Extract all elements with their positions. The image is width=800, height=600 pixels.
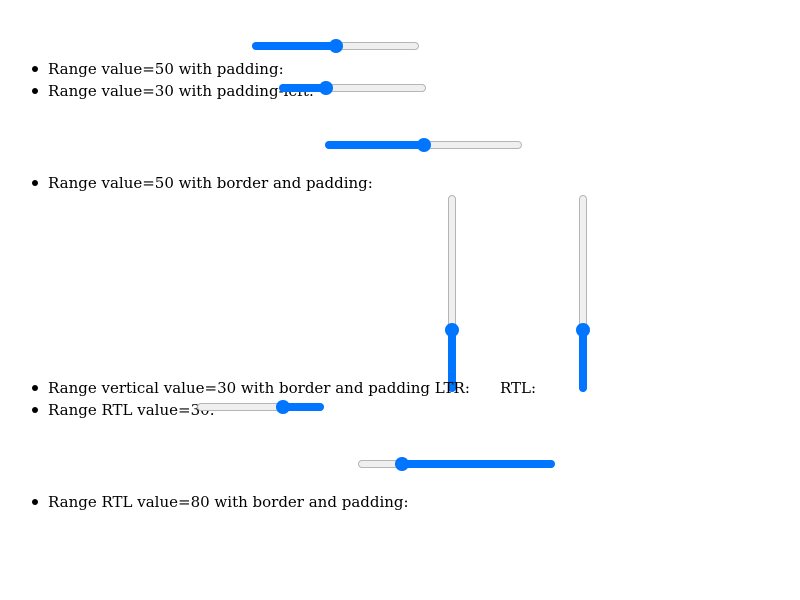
list-bullet <box>32 88 38 94</box>
slider-fill <box>579 330 587 392</box>
slider-fill <box>401 460 555 468</box>
slider-thumb[interactable] <box>416 138 431 152</box>
list-bullet <box>32 499 38 505</box>
item-label-range-50-padding: Range value=50 with padding: <box>48 60 284 78</box>
range-vertical-ltr[interactable] <box>445 195 459 392</box>
range-slider-30-padding-left[interactable] <box>279 81 426 95</box>
item-label-range-rtl-80: Range RTL value=80 with border and paddi… <box>48 493 409 511</box>
list-bullet <box>32 407 38 413</box>
slider-thumb[interactable] <box>276 400 291 414</box>
slider-thumb[interactable] <box>318 81 333 95</box>
range-slider-50-border-padding[interactable] <box>325 138 522 152</box>
item-label-range-rtl-30: Range RTL value=30: <box>48 401 215 419</box>
item-label-range-50-border-padding: Range value=50 with border and padding: <box>48 174 373 192</box>
slider-thumb[interactable] <box>394 457 409 471</box>
slider-thumb[interactable] <box>576 323 590 338</box>
slider-fill <box>252 42 336 50</box>
range-slider-50-padding[interactable] <box>252 39 419 53</box>
range-slider-rtl-30[interactable] <box>197 400 324 414</box>
range-slider-rtl-80-border-padding[interactable] <box>358 457 555 471</box>
slider-fill <box>325 141 424 149</box>
list-bullet <box>32 180 38 186</box>
item-label-range-vertical: Range vertical value=30 with border and … <box>48 379 470 397</box>
slider-fill <box>283 403 324 411</box>
slider-fill <box>448 330 456 392</box>
rtl-label: RTL: <box>500 379 537 397</box>
slider-fill <box>279 84 326 92</box>
list-bullet <box>32 66 38 72</box>
slider-thumb[interactable] <box>445 323 459 338</box>
list-bullet <box>32 385 38 391</box>
slider-thumb[interactable] <box>328 39 343 53</box>
range-vertical-rtl[interactable] <box>576 195 590 392</box>
item-label-range-30-padding-left: Range value=30 with padding-left: <box>48 82 314 100</box>
